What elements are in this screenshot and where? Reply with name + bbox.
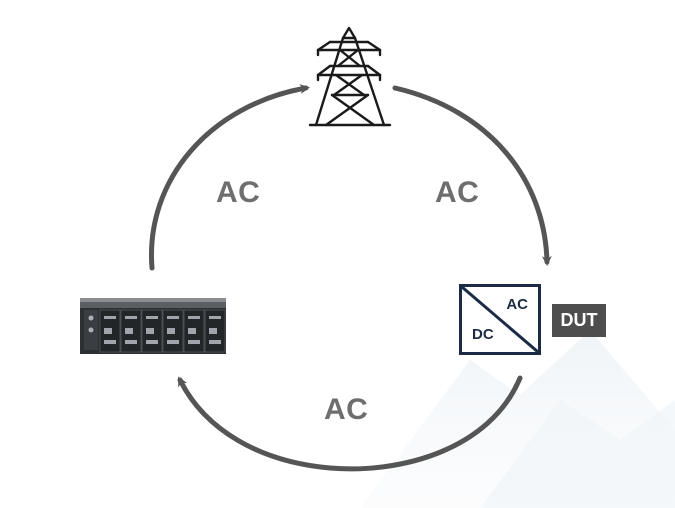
power-tower-icon	[308, 26, 392, 127]
background-mountains	[360, 330, 675, 508]
ac-power-source-rack-icon	[80, 298, 226, 354]
dut-badge: DUT	[552, 304, 606, 337]
converter-dc-label: DC	[472, 326, 494, 343]
arrow-grid-to-converter	[392, 85, 552, 266]
arrow-converter-to-source	[177, 375, 523, 472]
arrow-source-to-grid	[149, 84, 310, 271]
ac-label-right: AC	[435, 176, 480, 209]
ac-label-bottom: AC	[324, 393, 369, 426]
ac-label-left: AC	[216, 176, 261, 209]
converter-ac-label: AC	[506, 296, 528, 313]
converter-diagonal	[462, 287, 538, 352]
ac-dc-converter-icon: AC DC	[459, 284, 541, 355]
